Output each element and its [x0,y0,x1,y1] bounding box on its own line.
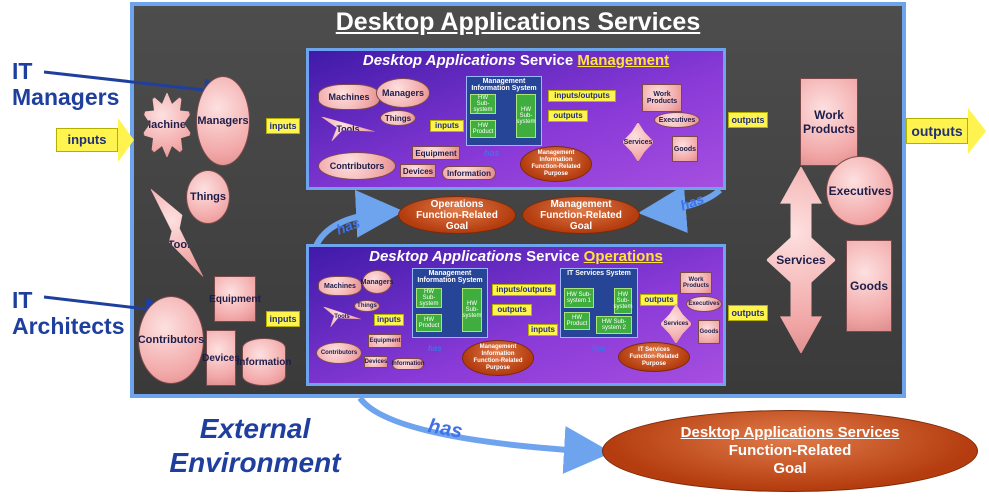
ops-contributors: Contributors [316,342,362,364]
it-managers-label: IT Managers [12,58,120,110]
ops-its-sub1: HW Sub-system 1 [564,288,594,308]
ops-its-sub3: HW Sub-system [614,288,633,314]
it-managers-pointer [43,70,228,102]
ops-inputs-outputs: inputs/outputs [492,284,556,296]
mgmt-has-label: has [484,148,500,158]
bottom-has-curve [357,396,612,474]
mgmt-has-curve [638,185,723,234]
mgmt-mis-sub2: HW Sub-system [516,94,536,138]
ops-managers: Managers [361,270,393,294]
management-title: Desktop Applications Service Management [362,52,670,69]
it-architects-label: IT Architects [12,287,125,339]
mgmt-information: Information [442,166,496,180]
ops-has-curve [313,189,404,248]
mgmt-work-products: Work Products [642,84,682,112]
outputs-arrow-right: outputs [906,118,968,144]
mgmt-equipment: Equipment [412,146,460,160]
mgmt-mis-sub1: HW Sub-system [470,94,496,114]
ops-machines: Machines [318,276,362,296]
ops-inner-inputs: inputs [374,314,404,326]
mgmt-devices: Devices [400,164,436,178]
managers-shape: Managers [196,76,250,166]
ops-function-goal: Operations Function-Related Goal [398,196,516,234]
inputs-arrow-left: inputs [56,128,118,152]
ops-inputs-arrow: inputs [266,311,300,327]
external-environment-label: External Environment [169,413,341,478]
ops-its-goal: IT Services Function-Related Purpose [618,342,690,372]
main-title: Desktop Applications Services [335,8,701,36]
ops-mis-sub1: HW Sub-system [416,288,442,308]
ops-has-label-2: has [592,344,606,353]
ops-information: Information [392,358,425,370]
mgmt-inner-inputs: inputs [430,120,464,132]
mgmt-managers: Managers [376,78,430,108]
ops-its-product: HW Product [564,312,590,330]
inputs-arrow-head [118,118,134,162]
ops-outputs-arrow: outputs [728,305,768,321]
services-function-goal: Desktop Applications Services Function-R… [602,410,978,492]
equipment-shape: Equipment [209,276,261,322]
mgmt-executives: Executives [654,112,700,128]
things-shape: Things [186,170,230,224]
ops-goods: Goods [698,320,720,344]
mgmt-inputs-outputs: inputs/outputs [548,90,616,102]
ops-work-products: Work Products [680,272,712,294]
ops-outputs-1: outputs [492,304,532,316]
operations-title: Desktop Applications Service Operations [369,248,663,265]
ops-equipment: Equipment [368,334,402,348]
mgmt-goods: Goods [672,136,698,162]
executives-shape: Executives [826,156,894,226]
mgmt-outputs-arrow: outputs [728,112,768,128]
ops-outputs-2: outputs [640,294,678,306]
ops-things: Things [354,300,380,312]
ops-mis-sub2: HW Sub-system [462,288,482,332]
it-architects-pointer [43,295,169,321]
ops-inputs-2: inputs [528,324,558,336]
information-shape: Information [237,338,292,386]
mgmt-inputs-arrow: inputs [266,118,300,134]
devices-shape: Devices [202,330,240,386]
goods-shape: Goods [846,240,892,332]
ops-mis-goal: Management Information Function-Related … [462,340,534,376]
mgmt-function-goal: Management Function-Related Goal [522,196,640,234]
outputs-arrow-head [968,108,986,154]
mgmt-things: Things [380,110,416,126]
ops-has-label-1: has [428,344,442,353]
ops-mis-product: HW Product [416,314,442,332]
mgmt-mis-goal: Management Information Function-Related … [520,146,592,182]
mgmt-outputs: outputs [548,110,588,122]
work-products-shape: Work Products [800,78,858,166]
mgmt-machines: Machines [318,84,380,110]
mgmt-contributors: Contributors [318,152,396,180]
ops-its-sub2: HW Sub-system 2 [596,316,632,334]
ops-devices: Devices [364,356,388,368]
contributors-shape: Contributors [138,296,204,384]
mgmt-mis-product: HW Product [470,120,496,138]
ops-executives: Executives [686,296,722,312]
